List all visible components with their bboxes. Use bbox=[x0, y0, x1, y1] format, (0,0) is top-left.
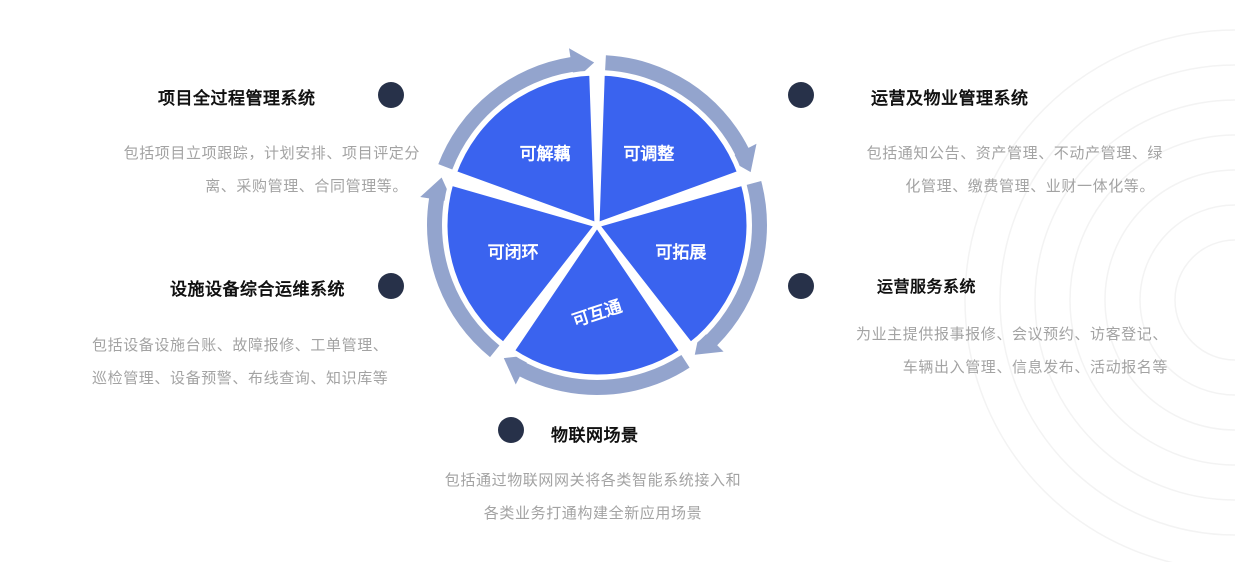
facility-ops-desc-line2: 巡检管理、设备预警、布线查询、知识库等 bbox=[92, 369, 389, 387]
sector-left bbox=[442, 180, 600, 348]
operation-property-desc: 包括通知公告、资产管理、不动产管理、绿 化管理、缴费管理、业财一体化等。 bbox=[818, 137, 1163, 203]
operation-service-title: 运营服务系统 bbox=[877, 277, 977, 296]
project-management-desc-line1: 包括项目立项跟踪，计划安排、项目评定分 bbox=[123, 144, 420, 162]
sector-top-left bbox=[451, 70, 600, 228]
ring-arrow-bottom bbox=[503, 354, 690, 395]
facility-ops-desc-line1: 包括设备设施台账、故障报修、工单管理、 bbox=[92, 336, 389, 354]
sector-bottom bbox=[509, 222, 685, 380]
sector-right bbox=[594, 180, 752, 348]
operation-service-dot bbox=[788, 273, 814, 299]
ring-arrow-top-right bbox=[605, 55, 757, 173]
iot-scene-desc: 包括通过物联网网关将各类智能系统接入和 各类业务打通构建全新应用场景 bbox=[418, 464, 768, 530]
facility-ops-title: 设施设备综合运维系统 bbox=[170, 280, 345, 300]
ring-arrow-top-left bbox=[438, 48, 595, 170]
iot-scene-dot bbox=[498, 417, 524, 443]
operation-service-desc-line2: 车辆出入管理、信息发布、活动报名等 bbox=[902, 358, 1168, 376]
project-management-dot bbox=[378, 82, 404, 108]
wheel-sectors bbox=[442, 70, 752, 380]
sector-label-top-left: 可解藕 bbox=[520, 144, 571, 165]
project-management-desc: 包括项目立项跟踪，计划安排、项目评定分 离、采购管理、合同管理等。 bbox=[80, 137, 420, 203]
iot-scene-desc-line1: 包括通过物联网网关将各类智能系统接入和 bbox=[444, 471, 742, 489]
project-management-desc-line2: 离、采购管理、合同管理等。 bbox=[205, 177, 408, 195]
iot-scene-title: 物联网场景 bbox=[551, 426, 639, 446]
operation-property-dot bbox=[788, 82, 814, 108]
operation-property-desc-line1: 包括通知公告、资产管理、不动产管理、绿 bbox=[866, 144, 1163, 162]
sector-label-top-right: 可调整 bbox=[623, 144, 674, 165]
project-management-title: 项目全过程管理系统 bbox=[158, 89, 316, 109]
operation-service-desc-line1: 为业主提供报事报修、会议预约、访客登记、 bbox=[855, 325, 1168, 343]
facility-ops-desc: 包括设备设施台账、故障报修、工单管理、 巡检管理、设备预警、布线查询、知识库等 bbox=[92, 329, 432, 395]
operation-property-title: 运营及物业管理系统 bbox=[871, 89, 1029, 109]
iot-scene-desc-line2: 各类业务打通构建全新应用场景 bbox=[483, 504, 703, 522]
facility-ops-dot bbox=[378, 273, 404, 299]
sector-label-right: 可拓展 bbox=[655, 243, 706, 263]
ring-arrow-left bbox=[420, 177, 500, 358]
operation-property-desc-line2: 化管理、缴费管理、业财一体化等。 bbox=[905, 177, 1155, 195]
sector-label-left: 可闭环 bbox=[488, 242, 539, 263]
operation-service-desc: 为业主提供报事报修、会议预约、访客登记、 车辆出入管理、信息发布、活动报名等 bbox=[818, 318, 1168, 384]
sector-top-right bbox=[594, 70, 743, 228]
